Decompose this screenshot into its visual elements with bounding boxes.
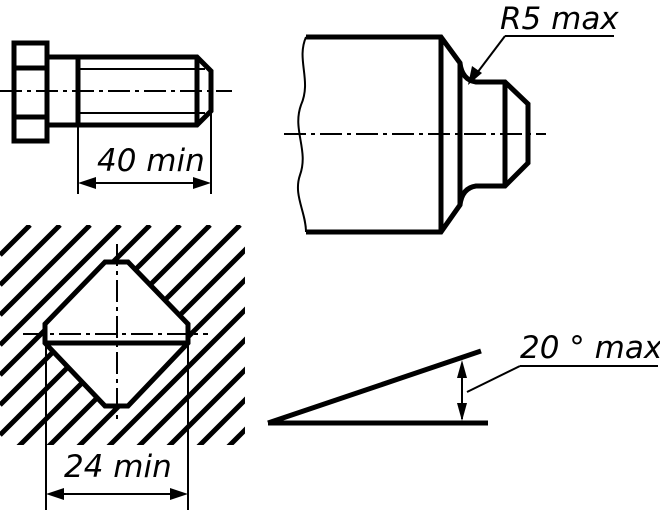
bolt-head bbox=[11, 40, 50, 144]
bolt-view: 40 min bbox=[0, 40, 232, 194]
angle-arrow-top bbox=[457, 360, 467, 378]
radius-leader bbox=[473, 35, 506, 78]
wedge-incline-line bbox=[267, 348, 482, 426]
radius-leader-arrow bbox=[468, 66, 482, 85]
dimension-arrow-left bbox=[78, 177, 96, 189]
dimension-arrow-hole-left bbox=[46, 488, 64, 500]
radius-label-r5-max: R5 max bbox=[500, 1, 619, 37]
dimension-label-24-min: 24 min bbox=[64, 449, 172, 485]
wedge-angle-view: 20 ° max bbox=[267, 330, 660, 426]
break-line bbox=[296, 36, 307, 233]
dimension-arrow-right bbox=[193, 177, 211, 189]
dimension-arrow-hole-right bbox=[170, 488, 188, 500]
hole-section-view: 24 min bbox=[0, 225, 245, 510]
angle-label-20-max: 20 ° max bbox=[520, 330, 660, 366]
angle-arrow-bottom bbox=[457, 403, 467, 421]
hole-outline bbox=[42, 259, 191, 409]
dimension-label-40-min: 40 min bbox=[97, 143, 205, 179]
shaft-view: R5 max bbox=[284, 1, 619, 235]
angle-leader bbox=[466, 365, 521, 393]
